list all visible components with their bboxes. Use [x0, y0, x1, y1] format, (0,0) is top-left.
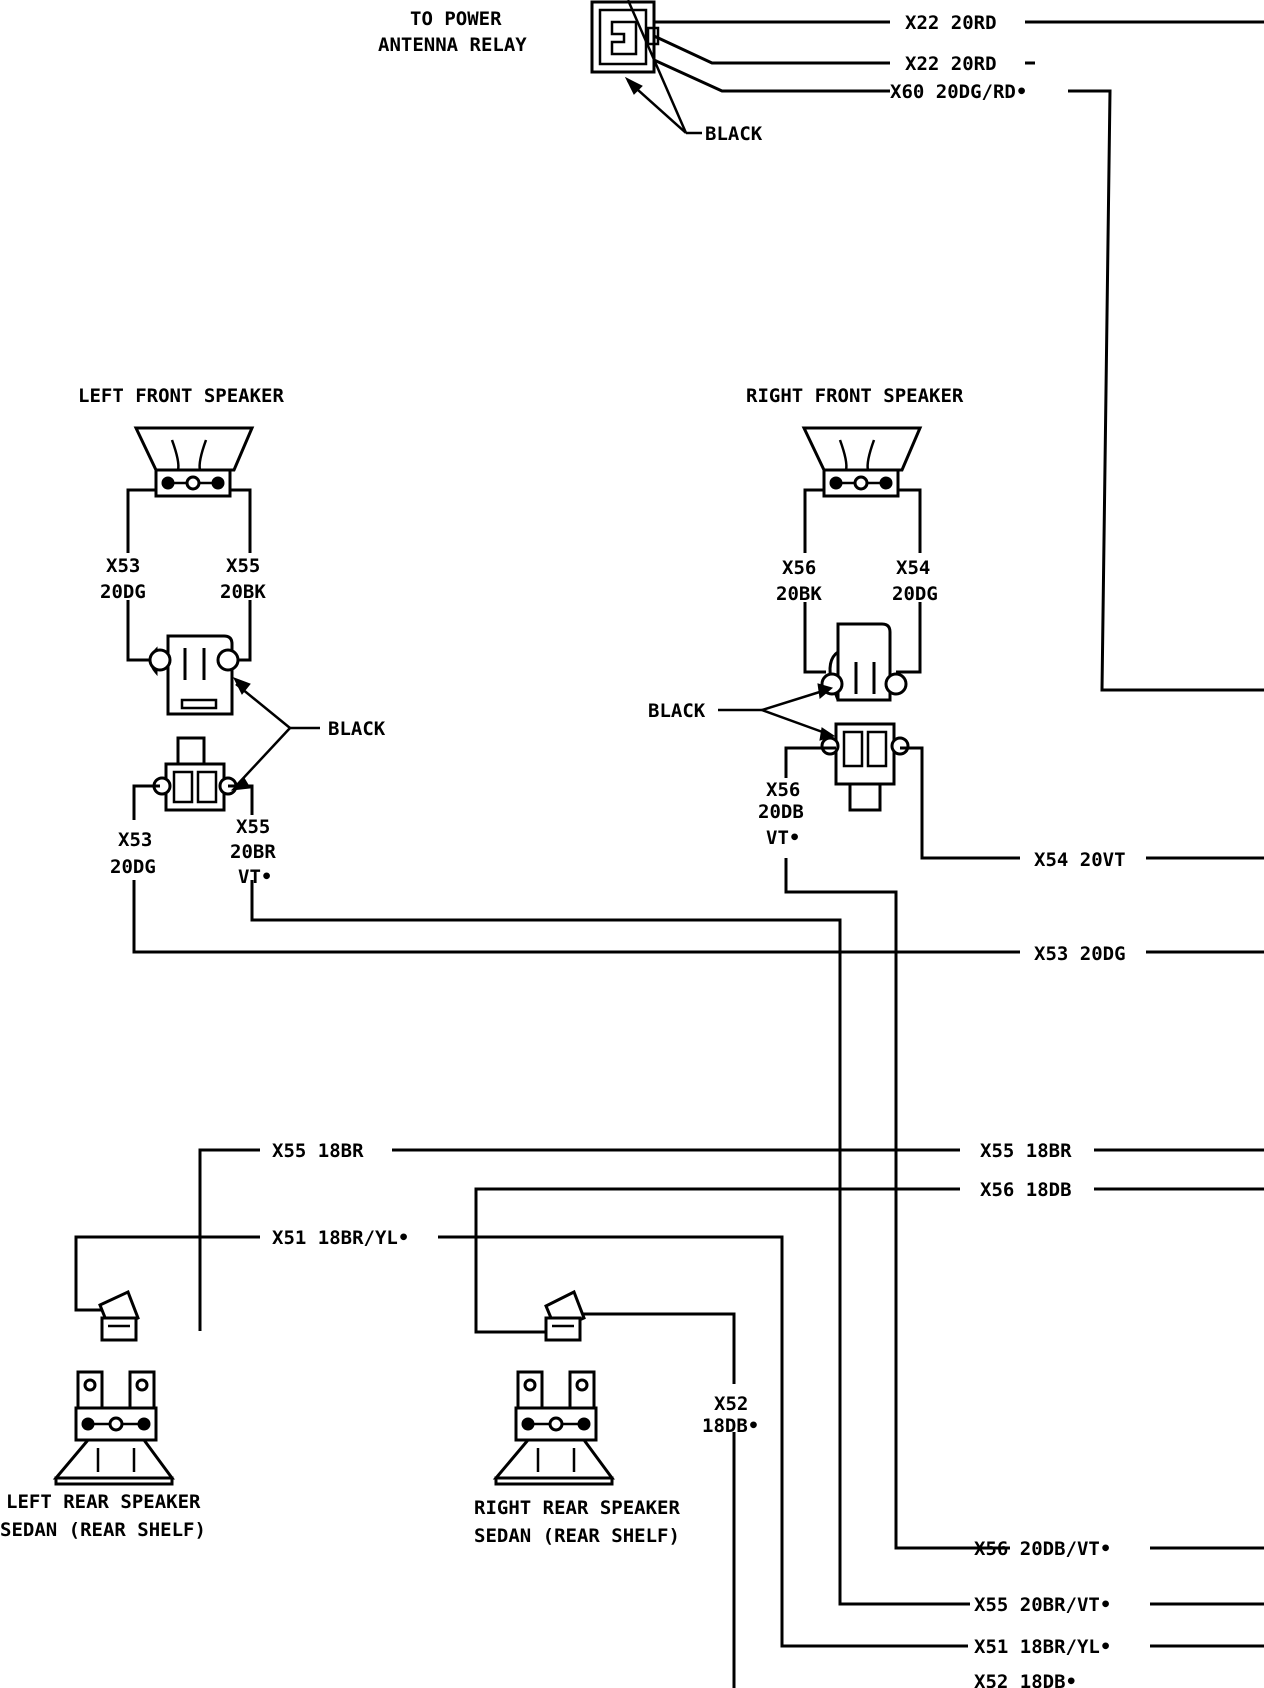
- lf-x53-top-label: X53: [106, 555, 140, 577]
- rf-speaker-wires-bottom: [784, 746, 1020, 1550]
- rr-speaker-icon: [492, 1370, 615, 1486]
- rf-speaker-title: RIGHT FRONT SPEAKER: [746, 385, 964, 407]
- rear-speaker-wires: [74, 1148, 1264, 1688]
- antenna-black-pointer: [624, 0, 702, 135]
- rf-x54-top-gauge: 20DG: [892, 583, 938, 605]
- lf-x55-top-gauge: 20BK: [220, 581, 266, 603]
- x55-18br-right-label: X55 18BR: [980, 1140, 1072, 1162]
- rf-x56-bot-color: VT•: [766, 827, 800, 849]
- antenna-relay-label: ANTENNA RELAY: [378, 34, 527, 56]
- lf-speaker-wires-bottom: [132, 784, 254, 820]
- rf-speaker-connector-male: [820, 722, 910, 812]
- rf-x56-top-gauge: 20BK: [776, 583, 822, 605]
- antenna-wires: [653, 20, 1264, 692]
- rf-speaker-connector-female: [820, 622, 908, 702]
- rf-x54-top-label: X54: [896, 557, 930, 579]
- x52-label: X52: [714, 1393, 748, 1415]
- rr-speaker-plug: [544, 1289, 586, 1342]
- lr-speaker-icon: [52, 1370, 175, 1486]
- antenna-to-label: TO POWER: [410, 8, 502, 30]
- rf-speaker-icon: [801, 426, 923, 498]
- lf-x55-bot-gauge: 20BR: [230, 841, 276, 863]
- rf-x56-top-label: X56: [782, 557, 816, 579]
- x56-20dbvt-label: X56 20DB/VT•: [974, 1538, 1111, 1560]
- lf-black-pointers: [230, 677, 320, 791]
- lf-x55-bot-label: X55: [236, 816, 270, 838]
- x60-wire-label: X60 20DG/RD•: [890, 81, 1027, 103]
- x55-18br-left-label: X55 18BR: [272, 1140, 364, 1162]
- x51-18bryl-label: X51 18BR/YL•: [272, 1227, 409, 1249]
- x52-gauge: 18DB•: [702, 1415, 759, 1437]
- lr-speaker-title-1: LEFT REAR SPEAKER: [6, 1491, 201, 1513]
- lf-bus-wires: [132, 880, 1264, 1606]
- rr-speaker-title-1: RIGHT REAR SPEAKER: [474, 1497, 680, 1519]
- lf-speaker-connector-male: [152, 736, 238, 812]
- power-antenna-relay-connector: [590, 0, 660, 74]
- x55-20brvt-label: X55 20BR/VT•: [974, 1594, 1111, 1616]
- x52-18db-bottom-label: X52 18DB•: [974, 1671, 1077, 1688]
- x51-18bryl-bottom-label: X51 18BR/YL•: [974, 1636, 1111, 1658]
- x22-wire-label-a: X22 20RD: [905, 12, 997, 34]
- rr-speaker-title-2: SEDAN (REAR SHELF): [474, 1525, 680, 1547]
- lf-black-label: BLACK: [328, 718, 386, 740]
- rf-x56-bot-label: X56: [766, 779, 800, 801]
- rf-black-label: BLACK: [648, 700, 706, 722]
- lf-x55-top-label: X55: [226, 555, 260, 577]
- rf-speaker-wires-top: [803, 488, 922, 674]
- lr-speaker-title-2: SEDAN (REAR SHELF): [0, 1519, 206, 1541]
- antenna-black-label: BLACK: [705, 123, 763, 145]
- x56-18db-label: X56 18DB: [980, 1179, 1072, 1201]
- x53-20dg-label: X53 20DG: [1034, 943, 1126, 965]
- x54-20vt-label: X54 20VT: [1034, 849, 1126, 871]
- x22-wire-label-b: X22 20RD: [905, 53, 997, 75]
- lf-speaker-icon: [133, 426, 255, 498]
- lr-speaker-plug: [98, 1289, 140, 1342]
- lf-speaker-connector-female: [148, 634, 240, 716]
- rf-black-pointers: [718, 683, 836, 741]
- lf-x53-bot-label: X53: [118, 829, 152, 851]
- rf-x56-bot-gauge: 20DB: [758, 801, 804, 823]
- lf-x53-bot-gauge: 20DG: [110, 856, 156, 878]
- lf-x53-top-gauge: 20DG: [100, 581, 146, 603]
- lf-x55-bot-color: VT•: [238, 866, 272, 888]
- lf-speaker-title: LEFT FRONT SPEAKER: [78, 385, 284, 407]
